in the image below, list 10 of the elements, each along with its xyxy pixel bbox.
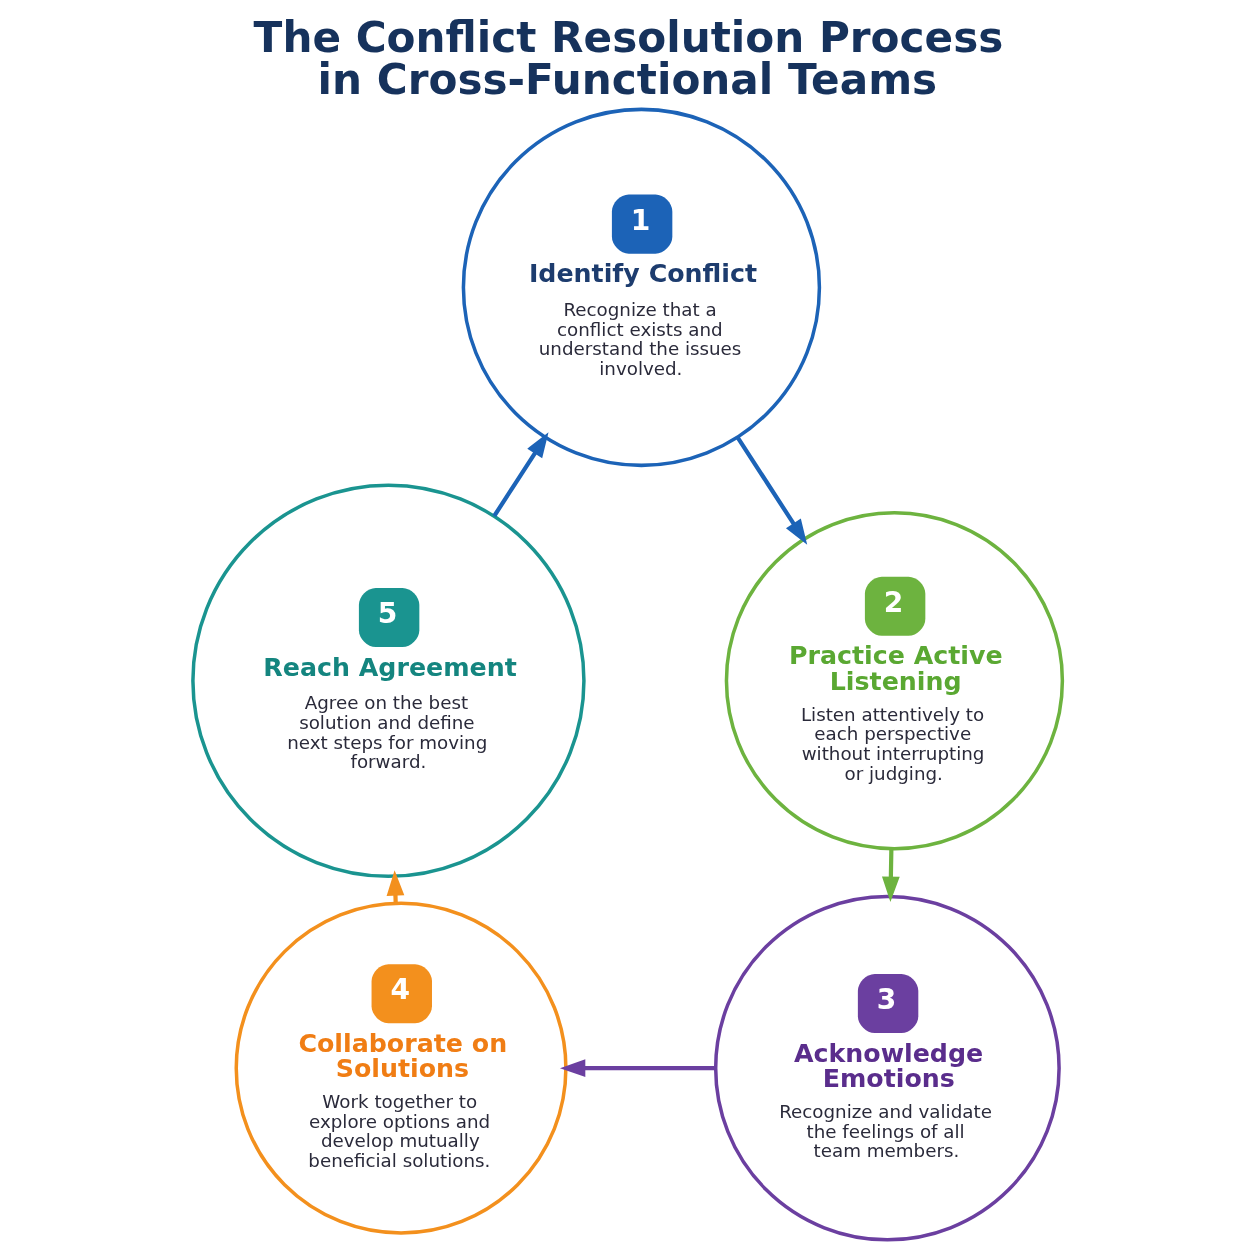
node-circle: 3 Acknowledge Emotions Recognize and validate the feelings of all team members. [713, 894, 1061, 1242]
arrow [881, 849, 900, 903]
arrow [735, 436, 807, 545]
arrow [491, 432, 549, 518]
diagram-title: The Conflict Resolution Process in Cross-Functional Teams [253, 12, 1003, 105]
node-circle: 1 Identify Conflict Recognize that a conflict exists and understand the issues involved. [461, 107, 821, 468]
node-circle: 4 Collaborate on Solutions Work together to explore options and develop mutually beneficial solutions. [234, 901, 568, 1235]
node-circle: 2 Practice Active Listening Listen attentively to each perspective without interrupting or judging. [724, 511, 1064, 851]
arrow [559, 1059, 715, 1078]
node-circle: 5 Reach Agreement Agree on the best solution and define next steps for moving forward. [190, 483, 586, 878]
